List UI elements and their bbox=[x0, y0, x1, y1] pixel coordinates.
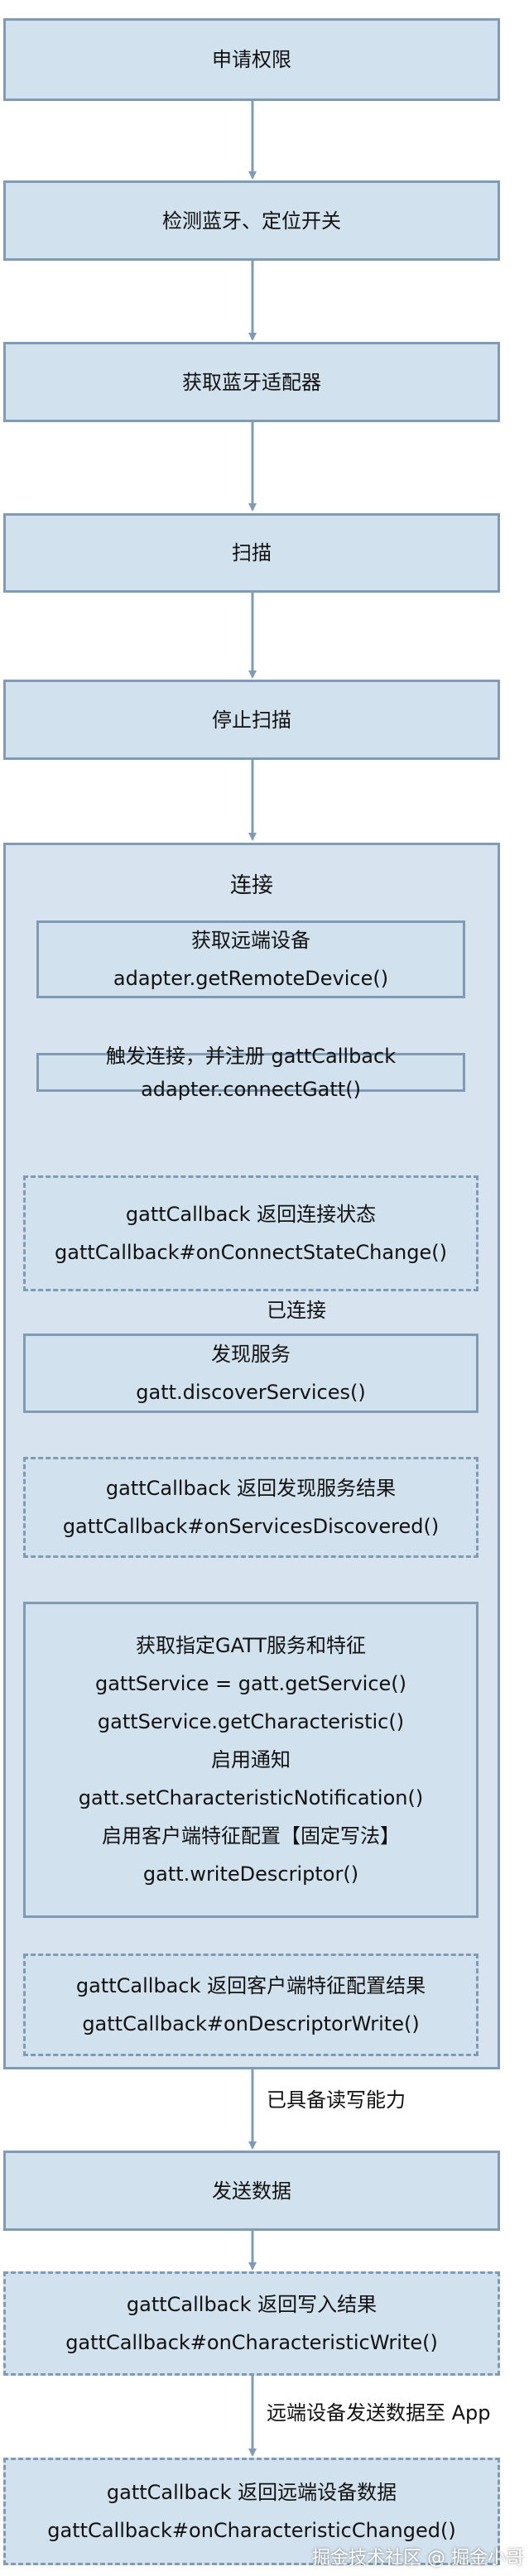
step-code: gatt.setCharacteristicNotification() bbox=[78, 1786, 424, 1809]
get-service-characteristic-step: 获取指定GATT服务和特征 gattService = gatt.getServ… bbox=[23, 1602, 479, 1918]
step-code: gattService.getCharacteristic() bbox=[97, 1710, 405, 1733]
step-label: 获取远端设备 bbox=[191, 929, 310, 952]
step-code: gattCallback#onConnectStateChange() bbox=[55, 1241, 447, 1264]
descriptor-write-callback: gattCallback 返回客户端特征配置结果 gattCallback#on… bbox=[23, 1954, 479, 2056]
step-label: 检测蓝牙、定位开关 bbox=[162, 209, 341, 233]
step-label: 获取指定GATT服务和特征 bbox=[135, 1634, 367, 1657]
remote-send-label: 远端设备发送数据至 App bbox=[263, 2401, 494, 2425]
step-code: gattCallback#onDescriptorWrite() bbox=[82, 2012, 420, 2035]
step-code: adapter.getRemoteDevice() bbox=[113, 967, 389, 990]
stop-scan-step: 停止扫描 bbox=[3, 680, 500, 760]
step-label: gattCallback 返回发现服务结果 bbox=[105, 1477, 397, 1500]
check-bluetooth-step: 检测蓝牙、定位开关 bbox=[3, 180, 500, 261]
scan-step: 扫描 bbox=[3, 513, 500, 593]
get-remote-device-step: 获取远端设备 adapter.getRemoteDevice() bbox=[36, 920, 465, 998]
get-adapter-step: 获取蓝牙适配器 bbox=[3, 342, 500, 422]
step-label: 获取蓝牙适配器 bbox=[182, 370, 321, 394]
step-code: gattService = gatt.getService() bbox=[94, 1672, 407, 1695]
step-label: 发送数据 bbox=[212, 2179, 291, 2203]
step-code: gatt.discoverServices() bbox=[136, 1381, 366, 1404]
trigger-connect-step: 触发连接，并注册 gattCallback adapter.connectGat… bbox=[36, 1045, 465, 1101]
step-label: gattCallback 返回连接状态 bbox=[125, 1203, 377, 1226]
step-code: gattCallback#onServicesDiscovered() bbox=[62, 1515, 440, 1538]
step-code: adapter.connectGatt() bbox=[141, 1077, 361, 1101]
step-code: gattCallback#onCharacteristicWrite() bbox=[65, 2331, 438, 2354]
changed-callback: gattCallback 返回远端设备数据 gattCallback#onCha… bbox=[3, 2458, 500, 2565]
connect-group-title: 连接 bbox=[229, 873, 273, 898]
connect-state-callback: gattCallback 返回连接状态 gattCallback#onConne… bbox=[23, 1175, 479, 1291]
step-label: gattCallback 返回客户端特征配置结果 bbox=[75, 1974, 426, 1997]
step-label: 扫描 bbox=[232, 541, 272, 565]
discover-services-step: 发现服务 gatt.discoverServices() bbox=[23, 1334, 479, 1413]
step-label: gattCallback 返回写入结果 bbox=[126, 2293, 378, 2316]
step-label: gattCallback 返回远端设备数据 bbox=[106, 2481, 397, 2504]
step-code: gattCallback#onCharacteristicChanged() bbox=[47, 2519, 456, 2542]
send-data-step: 发送数据 bbox=[3, 2151, 500, 2231]
step-label: 申请权限 bbox=[212, 48, 291, 71]
step-label: 发现服务 bbox=[211, 1343, 291, 1366]
connected-label: 已连接 bbox=[263, 1298, 329, 1323]
step-label: 启用客户端特征配置【固定写法】 bbox=[102, 1824, 400, 1848]
step-label: 触发连接，并注册 gattCallback bbox=[105, 1044, 397, 1068]
step-label: 停止扫描 bbox=[212, 708, 291, 732]
watermark: 掘金技术社区 @ 掘金小哥 bbox=[312, 2548, 524, 2569]
ready-label: 已具备读写能力 bbox=[263, 2088, 409, 2112]
step-label: 启用通知 bbox=[211, 1748, 291, 1771]
services-discovered-callback: gattCallback 返回发现服务结果 gattCallback#onSer… bbox=[23, 1457, 479, 1558]
write-callback: gattCallback 返回写入结果 gattCallback#onChara… bbox=[3, 2271, 500, 2376]
request-permission-step: 申请权限 bbox=[3, 18, 500, 101]
step-code: gatt.writeDescriptor() bbox=[142, 1862, 359, 1886]
